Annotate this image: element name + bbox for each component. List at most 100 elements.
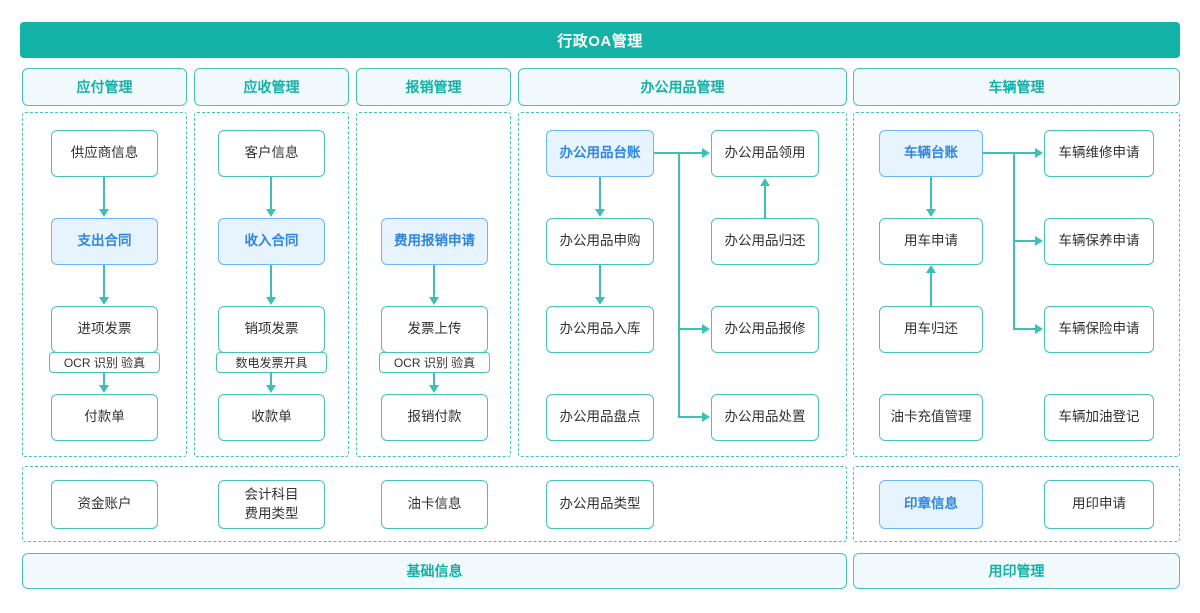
node-seal-info[interactable]: 印章信息 (879, 480, 983, 529)
chip-ocr-verify-reimbursement: OCR 识别 验真 (379, 352, 490, 373)
arrow-down-icon (429, 297, 439, 305)
node-label: 报销付款 (407, 409, 462, 425)
node-vehicle-repair-request[interactable]: 车辆维修申请 (1044, 130, 1154, 177)
node-label: 销项发票 (244, 321, 299, 337)
column-header-label: 应付管理 (76, 79, 133, 95)
node-fund-account[interactable]: 资金账户 (51, 480, 158, 529)
banner-seal-management[interactable]: 用印管理 (853, 553, 1180, 589)
arrow-down-icon (926, 209, 936, 217)
connector-line (599, 177, 601, 211)
node-office-supplies-ledger[interactable]: 办公用品台账 (546, 130, 654, 177)
node-office-supplies-repair[interactable]: 办公用品报修 (711, 306, 819, 353)
connector-line (433, 373, 435, 387)
region-vehicle (853, 112, 1180, 457)
node-office-supplies-stocktake[interactable]: 办公用品盘点 (546, 394, 654, 441)
node-label: 办公用品领用 (724, 145, 806, 161)
banner-basic-info[interactable]: 基础信息 (22, 553, 847, 589)
column-header-receivable[interactable]: 应收管理 (194, 68, 349, 106)
region-payable (22, 112, 187, 457)
arrow-up-icon (926, 265, 936, 273)
arrow-down-icon (99, 297, 109, 305)
arrow-right-icon (702, 148, 710, 158)
node-office-supplies-type[interactable]: 办公用品类型 (546, 480, 654, 529)
node-payment-order[interactable]: 付款单 (51, 394, 158, 441)
node-label: 油卡充值管理 (890, 409, 972, 425)
node-label: 办公用品盘点 (559, 409, 641, 425)
node-office-supplies-disposal[interactable]: 办公用品处置 (711, 394, 819, 441)
node-accounting-subject-expense-type[interactable]: 会计科目 费用类型 (218, 480, 325, 529)
arrow-down-icon (595, 209, 605, 217)
region-seal-management (853, 466, 1180, 542)
node-office-supplies-return[interactable]: 办公用品归还 (711, 218, 819, 265)
connector-line (678, 152, 703, 154)
column-header-label: 办公用品管理 (640, 79, 725, 95)
node-label: 支出合同 (77, 233, 132, 249)
node-label: 印章信息 (904, 496, 958, 512)
node-office-supplies-inbound[interactable]: 办公用品入库 (546, 306, 654, 353)
node-label: 收款单 (251, 409, 292, 425)
column-header-office-supplies[interactable]: 办公用品管理 (518, 68, 847, 106)
arrow-right-icon (1035, 148, 1043, 158)
node-label: 办公用品归还 (724, 233, 806, 249)
node-label: 客户信息 (244, 145, 299, 161)
connector-line (678, 328, 703, 330)
node-office-supplies-purchase[interactable]: 办公用品申购 (546, 218, 654, 265)
node-label: 发票上传 (407, 321, 462, 337)
node-seal-use-request[interactable]: 用印申请 (1044, 480, 1154, 529)
arrow-right-icon (1035, 236, 1043, 246)
node-label: 车辆维修申请 (1058, 145, 1140, 161)
node-reimbursement-payment[interactable]: 报销付款 (381, 394, 488, 441)
node-label: 付款单 (84, 409, 125, 425)
node-supplier-info[interactable]: 供应商信息 (51, 130, 158, 177)
node-vehicle-maintenance-request[interactable]: 车辆保养申请 (1044, 218, 1154, 265)
connector-line (1013, 152, 1036, 154)
node-vehicle-return[interactable]: 用车归还 (879, 306, 983, 353)
arrow-down-icon (266, 385, 276, 393)
node-receipt-order[interactable]: 收款单 (218, 394, 325, 441)
node-label-line2: 费用类型 (244, 505, 299, 521)
column-header-reimbursement[interactable]: 报销管理 (356, 68, 511, 106)
node-income-contract[interactable]: 收入合同 (218, 218, 325, 265)
arrow-down-icon (595, 297, 605, 305)
node-input-invoice[interactable]: 进项发票 (51, 306, 158, 353)
node-office-supplies-requisition[interactable]: 办公用品领用 (711, 130, 819, 177)
node-output-invoice[interactable]: 销项发票 (218, 306, 325, 353)
arrow-down-icon (429, 385, 439, 393)
node-invoice-upload[interactable]: 发票上传 (381, 306, 488, 353)
connector-line (103, 177, 105, 211)
connector-line (103, 373, 105, 387)
node-label: 用车申请 (904, 233, 958, 249)
node-label: 办公用品申购 (559, 233, 641, 249)
chip-label: OCR 识别 验真 (63, 356, 146, 370)
column-header-vehicle[interactable]: 车辆管理 (853, 68, 1180, 106)
node-label: 油卡信息 (407, 496, 462, 512)
node-vehicle-ledger[interactable]: 车辆台账 (879, 130, 983, 177)
connector-line (930, 177, 932, 211)
node-fuel-card-recharge[interactable]: 油卡充值管理 (879, 394, 983, 441)
node-expense-contract[interactable]: 支出合同 (51, 218, 158, 265)
node-vehicle-use-request[interactable]: 用车申请 (879, 218, 983, 265)
column-header-label: 应收管理 (243, 79, 300, 95)
node-vehicle-insurance-request[interactable]: 车辆保险申请 (1044, 306, 1154, 353)
arrow-down-icon (99, 209, 109, 217)
connector-line (678, 416, 703, 418)
connector-line (270, 373, 272, 387)
node-customer-info[interactable]: 客户信息 (218, 130, 325, 177)
node-vehicle-refuel-record[interactable]: 车辆加油登记 (1044, 394, 1154, 441)
region-basic-info (22, 466, 847, 542)
chip-digital-invoice-issue: 数电发票开具 (216, 352, 327, 373)
connector-line (599, 265, 601, 299)
connector-line (1013, 328, 1036, 330)
column-header-label: 车辆管理 (988, 79, 1045, 95)
node-label: 车辆保养申请 (1058, 233, 1140, 249)
connector-line (764, 186, 766, 218)
connector-line (103, 265, 105, 299)
node-label: 供应商信息 (70, 145, 139, 161)
node-expense-claim[interactable]: 费用报销申请 (381, 218, 488, 265)
column-header-payable[interactable]: 应付管理 (22, 68, 187, 106)
arrow-up-icon (760, 178, 770, 186)
node-fuel-card-info[interactable]: 油卡信息 (381, 480, 488, 529)
node-label-line1: 会计科目 (244, 487, 299, 503)
column-header-label: 报销管理 (405, 79, 462, 95)
node-label: 办公用品台账 (559, 145, 641, 161)
